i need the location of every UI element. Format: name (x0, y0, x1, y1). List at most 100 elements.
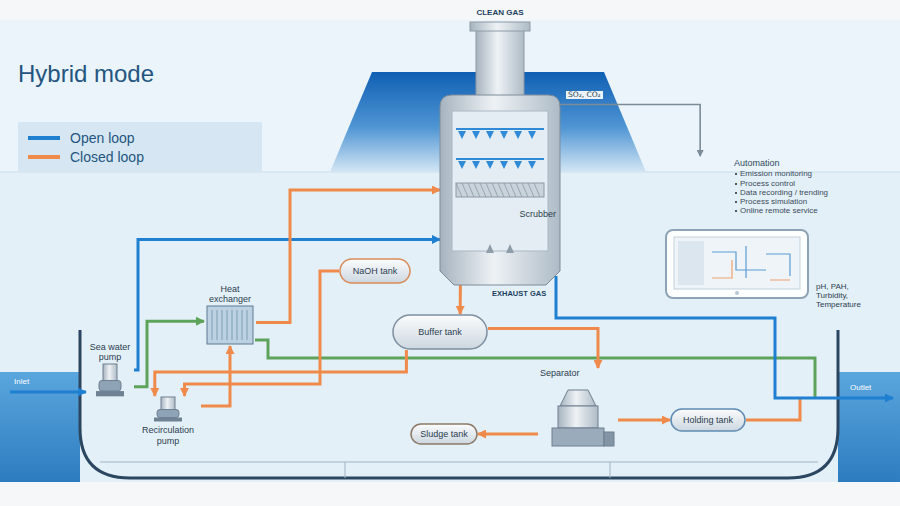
recirculation-pump: Recirculation pump (135, 396, 201, 446)
label-box: pH, PAH, Turbidity, Temperature (816, 282, 878, 310)
node-text: Emission monitoring (734, 169, 812, 178)
sensor-label: pH, PAH, Turbidity, Temperature (816, 282, 878, 310)
legend-row: Closed loop (28, 147, 252, 166)
separator-motor (604, 432, 614, 446)
exchanger-plate (222, 310, 223, 340)
packing-hatch (456, 183, 462, 197)
automation-tablet (666, 230, 808, 298)
holding-tank: Holding tank (670, 408, 746, 432)
packing-hatch (474, 183, 480, 197)
node-text: Data recording / trending (734, 188, 828, 197)
spray-nozzle (500, 161, 508, 169)
title-block: Hybrid mode (18, 60, 154, 88)
node-text: Recirculation pump (136, 425, 200, 446)
pipe-connector (155, 350, 407, 396)
node-text: NaOH tank (353, 266, 398, 276)
spray-header (456, 128, 544, 130)
node-outline (538, 368, 618, 448)
pipe-connector (134, 321, 204, 387)
separator-base (552, 428, 604, 446)
spray-nozzle (528, 161, 536, 169)
pipe-connector (134, 239, 440, 370)
pipe-connector (185, 271, 340, 396)
packing-hatch (516, 183, 522, 197)
pipe-connector (618, 419, 670, 422)
node-text: Process simulation (734, 197, 807, 206)
node-text: Sludge tank (420, 429, 468, 439)
sludge-tank: Sludge tank (410, 423, 478, 445)
spray-nozzle (472, 131, 480, 139)
packing-hatch (534, 183, 540, 197)
legend-row: Open loop (28, 128, 252, 147)
legend-text: Open loop (70, 130, 135, 146)
packing-hatch (522, 183, 528, 197)
outlet-label: Outlet (850, 383, 871, 392)
tablet-frame (666, 230, 808, 298)
exchanger-body (207, 306, 253, 344)
packing-hatch (462, 183, 468, 197)
sea-water (0, 372, 80, 482)
automation-panel: AutomationEmission monitoringProcess con… (664, 156, 890, 302)
packing-hatch (504, 183, 510, 197)
spray-nozzle (500, 131, 508, 139)
spray-nozzle (514, 131, 522, 139)
packing-hatch (528, 183, 534, 197)
packing-hatch (480, 183, 486, 197)
scrubber-cutaway (452, 111, 548, 251)
stack-lip (470, 22, 530, 31)
screen-flow (712, 260, 790, 280)
gas-label: SO₂, CO₂ (566, 91, 603, 100)
separator-body (558, 406, 598, 428)
spray-nozzle (458, 131, 466, 139)
tank-body (671, 409, 745, 431)
exchanger-plate (227, 310, 228, 340)
node-text: Holding tank (683, 415, 733, 425)
gas-inlet-nozzle (486, 244, 494, 253)
pump-casing (99, 381, 121, 392)
node-text: Automation (734, 158, 780, 168)
node-text: Heat exchanger (206, 284, 254, 305)
tablet-screen (674, 237, 800, 289)
naoh-tank: NaOH tank (339, 258, 411, 284)
legend-swatch (28, 136, 60, 140)
label-box: CLEAN GAS (476, 8, 523, 17)
node-text: Separator (540, 368, 580, 378)
pipe-connector (488, 328, 598, 368)
node-text: Sea water pump (87, 342, 133, 363)
spray-nozzle (528, 131, 536, 139)
packing-hatch (498, 183, 504, 197)
legend-box: Open loopClosed loop (18, 122, 262, 172)
screen-flow (712, 246, 790, 278)
node-text: Scrubber (519, 209, 556, 219)
node-text: Buffer tank (418, 327, 461, 337)
scrubber-shell (440, 95, 560, 285)
sea-inlet-pipe (10, 391, 86, 394)
packing-bed (456, 183, 544, 197)
ship-hull (80, 330, 838, 478)
packing-hatch (510, 183, 516, 197)
tank-body (340, 259, 410, 283)
label-box: Outlet (850, 383, 871, 392)
hull-frame (610, 462, 611, 478)
scrubber-tower: Scrubber (440, 95, 560, 285)
sea-water-pump: Sea water pump (86, 342, 134, 398)
packing-hatch (492, 183, 498, 197)
spray-nozzle (514, 161, 522, 169)
tank-body (393, 315, 487, 349)
inlet-label: Inlet (14, 377, 29, 386)
separator-unit: Separator (538, 368, 618, 448)
exchanger-plate (212, 310, 213, 340)
exchanger-plate (237, 310, 238, 340)
spray-header (456, 158, 544, 160)
packing-hatch (468, 183, 474, 197)
pump-base (154, 418, 182, 422)
pipe-connector (560, 105, 700, 157)
legend-text: Closed loop (70, 149, 144, 165)
edge-label-box: SO₂, CO₂ (566, 91, 603, 100)
discharge-pipe (746, 398, 800, 420)
hull-frame (345, 462, 346, 478)
tank-body (411, 424, 477, 444)
pipe-connector (256, 190, 440, 322)
